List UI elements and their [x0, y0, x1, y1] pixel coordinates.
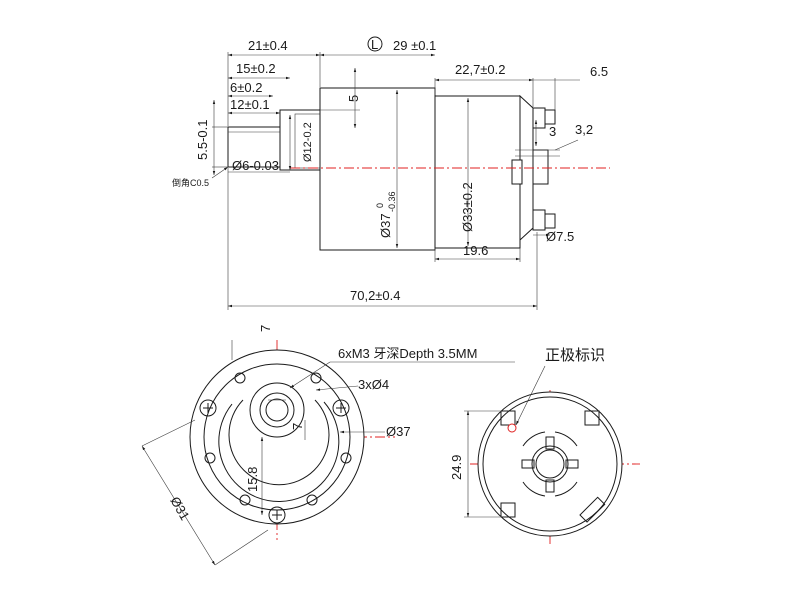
- dim-15-8: 15.8: [245, 467, 260, 492]
- dim-29: 29 ±0.1: [393, 38, 436, 53]
- arc-slot: [228, 399, 330, 486]
- dim-15: 15±0.2: [236, 61, 276, 76]
- dim-12: 12±0.1: [230, 97, 270, 112]
- dim-phi6: Ø6-0.03: [232, 158, 279, 173]
- side-view: 21±0.4 15±0.2 6±0.2 12±0.1 L 29 ±0.1 22,…: [172, 36, 610, 310]
- dim-24-9: 24.9: [449, 455, 464, 480]
- gearbox-boss: [279, 109, 321, 171]
- polarity-label: 正极标识: [545, 346, 605, 364]
- dim-3: 3: [549, 124, 556, 139]
- dim-7-inner: 7: [290, 423, 305, 430]
- bearing-bush: [532, 149, 549, 185]
- dim-5: 5: [346, 95, 361, 102]
- dim-phi37-front: Ø37: [386, 424, 411, 439]
- dim-70-2: 70,2±0.4: [350, 288, 401, 303]
- terminal-positive: [500, 410, 516, 426]
- motor-can: [434, 95, 521, 249]
- dim-phi37-upper: 0: [375, 203, 385, 208]
- L-symbol-circle: [367, 36, 383, 52]
- dim-6: 6±0.2: [230, 80, 262, 95]
- output-shaft: [227, 126, 281, 168]
- m3-holes: [204, 372, 352, 506]
- dim-phi7-5: Ø7.5: [546, 229, 574, 244]
- dim-3-2: 3,2: [575, 122, 593, 137]
- terminal-top: [532, 107, 546, 129]
- dim-22-7: 22,7±0.2: [455, 62, 506, 77]
- holes-note: 3xØ4: [358, 377, 389, 392]
- rear-cap: [477, 391, 623, 537]
- terminal-bottom: [532, 209, 546, 231]
- chamfer-note: 倒角C0.5: [172, 177, 209, 188]
- dim-6-5: 6.5: [590, 64, 608, 79]
- polarity-mark-icon: [507, 423, 517, 433]
- dim-21: 21±0.4: [248, 38, 288, 53]
- hub: [249, 382, 305, 438]
- dim-phi33: Ø33±0.2: [460, 182, 475, 232]
- thread-note: 6xM3 牙深Depth 3.5MM: [338, 346, 477, 361]
- dim-7-top: 7: [258, 325, 273, 332]
- dim-phi31: Ø31: [167, 494, 192, 523]
- L-symbol: L: [371, 37, 378, 52]
- terminal-negative: [584, 410, 600, 426]
- dim-phi12: Ø12-0.2: [302, 122, 314, 162]
- dim-phi37-lower: -0.36: [387, 191, 397, 212]
- rear-view: 正极标识 24.9: [449, 346, 640, 545]
- screw-holes: [199, 399, 350, 524]
- dim-19-6: 19.6: [463, 243, 488, 258]
- dim-5-5: 5.5-0.1: [195, 120, 210, 160]
- dim-phi37: Ø37: [378, 213, 393, 238]
- front-view: 7 6xM3 牙深Depth 3.5MM 3xØ4 Ø37 7 15.8 Ø31: [141, 325, 515, 566]
